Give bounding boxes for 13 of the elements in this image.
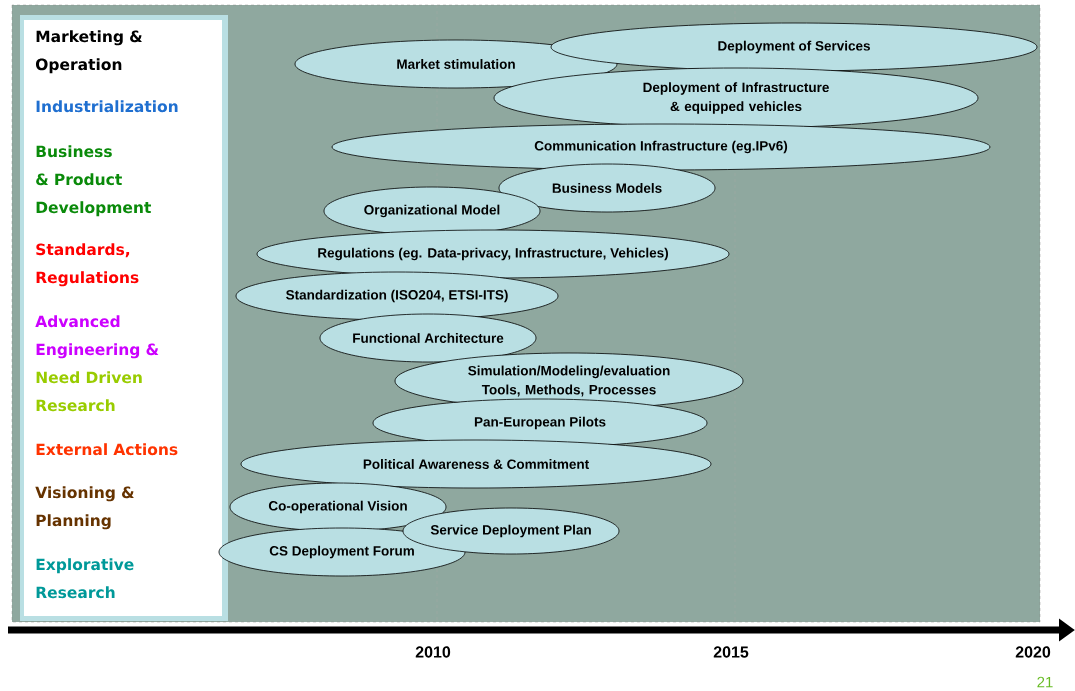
legend-entry: Need Driven Research (36, 371, 142, 412)
legend-entry: External Actions (36, 443, 178, 456)
legend-entry: Visioning & Planning (35, 486, 134, 530)
legend-entry: Industrialization (36, 100, 178, 113)
axis-label: 21 (1037, 676, 1053, 688)
legend-entry: Standards, Regulations (36, 243, 139, 287)
legend-entry: Explorative Research (36, 558, 134, 599)
legend-entry: Business & Product Development (36, 145, 151, 217)
legend-entry: Advanced Engineering & (35, 315, 159, 359)
axis-label: 2020 (1015, 646, 1051, 658)
legend-entry: Marketing & Operation (35, 30, 142, 74)
axis-label: 2010 (415, 646, 451, 658)
axis-label: 2015 (713, 646, 749, 658)
